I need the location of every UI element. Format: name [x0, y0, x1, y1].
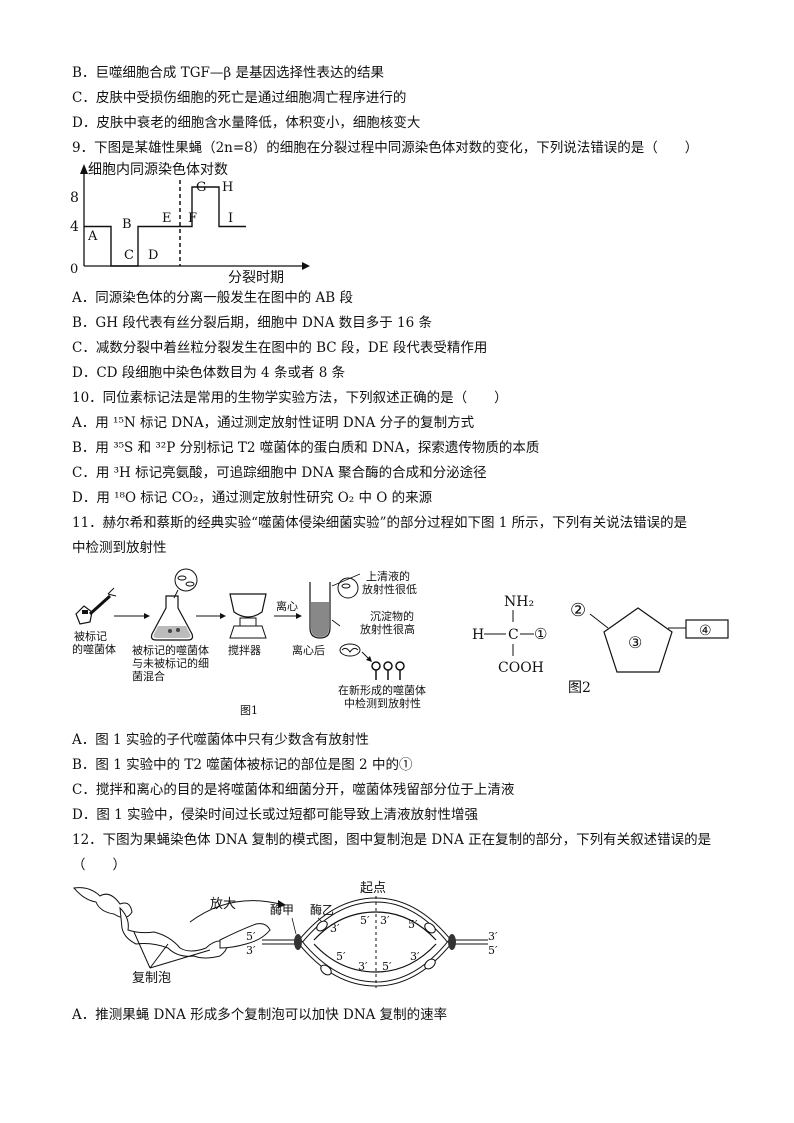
q12-stem-line1: 12．下图为果蝇染色体 DNA 复制的模式图，图中复制泡是 DNA 正在复制的部… [72, 832, 712, 848]
q10-stem: 10．同位素标记法是常用的生物学实验方法，下列叙述正确的是（ ） [72, 390, 508, 406]
q11-stem-line1: 11．赫尔希和蔡斯的经典实验“噬菌体侵染细菌实验”的部分过程如下图 1 所示，下… [72, 515, 688, 531]
q9-seg-g: G [196, 180, 206, 195]
q8-option-c: C．皮肤中受损伤细胞的死亡是通过细胞凋亡程序进行的 [72, 90, 407, 106]
q12-label-bubble: 复制泡 [132, 971, 171, 986]
q9-seg-i: I [228, 211, 233, 226]
fig1-label-supernatant1: 上清液的 [366, 569, 410, 583]
fig2-nh2: NH₂ [504, 594, 534, 610]
fig1-label-mix2: 与未被标记的细 [132, 656, 209, 670]
fig2-h: H [472, 627, 484, 643]
bacterium-icon [339, 643, 361, 657]
magnify-bubble-icon [337, 577, 359, 599]
q9-ytick-4: 4 [70, 219, 79, 235]
q9-option-a: A．同源染色体的分离一般发生在图中的 AB 段 [72, 290, 354, 306]
q9-seg-e: E [162, 211, 172, 226]
q10-option-a: A．用 ¹⁵N 标记 DNA，通过测定放射性证明 DNA 分子的复制方式 [72, 415, 475, 431]
fig1-label-newphage1: 在新形成的噬菌体 [338, 683, 426, 697]
q11-stem-line2: 中检测到放射性 [72, 540, 167, 556]
fig1-caption: 图1 [240, 704, 258, 717]
q12-left-3prime: 3′ [246, 944, 256, 957]
fig1-label-phage: 的噬菌体 [72, 642, 116, 656]
replication-bubble [262, 896, 488, 988]
q9-chart-ylabel: 细胞内同源染色体对数 [88, 161, 228, 178]
q11-option-d: D．图 1 实验中，侵染时间过长或过短都可能导致上清液放射性增强 [72, 807, 478, 823]
q9-chart: 细胞内同源染色体对数 分裂时期 8 4 0 A B C D E F G H I [70, 161, 310, 286]
q9-option-b: B．GH 段代表有丝分裂后期，细胞中 DNA 数目多于 16 条 [72, 315, 432, 331]
q9-seg-b: B [122, 217, 132, 232]
q11-figure-1: 被标记 的噬菌体 被标记的噬菌体 与未被标记的细 菌混合 搅拌器 离心 离心后 [72, 568, 426, 717]
chromosome-strand [73, 887, 271, 959]
fig2-c: C [508, 627, 519, 643]
fig2-cooh: COOH [498, 660, 544, 676]
fig2-caption: 图2 [568, 680, 591, 696]
q9-seg-d: D [148, 248, 158, 263]
q10-option-c: C．用 ³H 标记亮氨酸，可追踪细胞中 DNA 聚合酶的合成和分泌途径 [72, 465, 487, 481]
q9-seg-h: H [222, 180, 233, 195]
fig1-label-pellet2: 放射性很高 [360, 622, 415, 636]
phage-icon [75, 587, 117, 625]
q8-option-b: B．巨噬细胞合成 TGF—β 是基因选择性表达的结果 [72, 65, 384, 81]
q12-option-a: A．推测果蝇 DNA 形成多个复制泡可以加快 DNA 复制的速率 [72, 1007, 448, 1023]
fig1-label-mix1: 被标记的噬菌体 [132, 643, 209, 657]
q9-seg-f: F [188, 211, 197, 226]
q11-option-a: A．图 1 实验的子代噬菌体中只有少数含有放射性 [72, 732, 369, 748]
q12-top-5prime: 5′ [360, 914, 370, 927]
q9-seg-a: A [87, 229, 98, 244]
q11-figure-2: NH₂ H C ① COOH ② ③ ④ 图2 [472, 594, 729, 696]
q12-left-upper-3prime: 3′ [330, 922, 340, 935]
amino-acid-structure: NH₂ H C ① COOH [472, 594, 547, 676]
fig2-sugar: ③ [628, 633, 642, 652]
fig1-label-labeled: 被标记 [74, 629, 107, 643]
fig1-label-centrifuge: 离心 [276, 599, 298, 613]
q12-left-lower-5prime: 5′ [336, 950, 346, 963]
q9-stem: 9．下图是某雄性果蝇（2n=8）的细胞在分裂过程中同源染色体对数的变化，下列说法… [72, 140, 699, 156]
q9-option-d: D．CD 段细胞中染色体数目为 4 条或者 8 条 [72, 365, 346, 381]
q12-top-3prime: 3′ [380, 914, 390, 927]
fig2-r-group: ① [534, 625, 547, 643]
q12-left-5prime: 5′ [246, 930, 256, 943]
arrow-icon [114, 613, 150, 619]
arrow-icon [196, 613, 226, 619]
fig1-label-mix3: 菌混合 [132, 669, 165, 683]
q12-label-origin: 起点 [360, 881, 386, 896]
flask-icon [150, 595, 194, 641]
q12-right-lower-3prime: 3′ [410, 950, 420, 963]
fig1-label-pellet1: 沉淀物的 [370, 609, 414, 623]
q11-option-c: C．搅拌和离心的目的是将噬菌体和细菌分开，噬菌体残留部分位于上清液 [72, 782, 515, 798]
fig1-label-newphage2: 中检测到放射性 [344, 696, 421, 710]
q9-chart-xlabel: 分裂时期 [228, 270, 284, 286]
magnify-bubble-icon [173, 568, 198, 599]
blender-icon [229, 593, 267, 639]
q10-option-b: B．用 ³⁵S 和 ³²P 分别标记 T2 噬菌体的蛋白质和 DNA，探索遗传物… [72, 440, 540, 456]
fig2-base: ④ [699, 623, 712, 639]
q12-right-3prime: 3′ [488, 930, 498, 943]
q10-option-d: D．用 ¹⁸O 标记 CO₂，通过测定放射性研究 O₂ 中 O 的来源 [72, 490, 433, 506]
q8-option-d: D．皮肤中衰老的细胞含水量降低，体积变小，细胞核变大 [72, 115, 421, 131]
q12-stem-line2: （ ） [72, 857, 126, 873]
q11-option-b: B．图 1 实验中的 T2 噬菌体被标记的部位是图 2 中的① [72, 757, 413, 773]
fig1-label-supernatant2: 放射性很低 [362, 582, 417, 596]
fig2-phosphate: ② [570, 600, 586, 621]
arrow-icon [274, 613, 302, 619]
fig1-label-after: 离心后 [292, 643, 325, 657]
q9-ytick-8: 8 [70, 190, 79, 206]
q12-bottom-3prime: 3′ [358, 960, 368, 973]
q12-figure: 复制泡 放大 起点 酶甲 酶乙 5′ 3′ 3′ 5′ 5′ 3′ 3′ 5′ … [73, 881, 498, 988]
q12-label-enzyme-a: 酶甲 [270, 902, 294, 917]
fig1-label-blender: 搅拌器 [228, 643, 261, 657]
q9-seg-c: C [124, 248, 134, 263]
q12-label-enzyme-b: 酶乙 [310, 902, 334, 917]
arrow-icon [361, 651, 372, 662]
q12-right-upper-5prime: 5′ [408, 918, 418, 931]
test-tube-icon [309, 582, 331, 639]
q12-bottom-5prime: 5′ [382, 960, 392, 973]
q9-option-c: C．减数分裂中着丝粒分裂发生在图中的 BC 段，DE 段代表受精作用 [72, 340, 488, 356]
q9-ytick-0: 0 [70, 262, 78, 277]
q9-data-line [84, 186, 246, 267]
nucleotide-structure: ② ③ ④ 图2 [568, 600, 729, 696]
new-phages-icon [371, 661, 405, 680]
q12-right-5prime: 5′ [488, 944, 498, 957]
